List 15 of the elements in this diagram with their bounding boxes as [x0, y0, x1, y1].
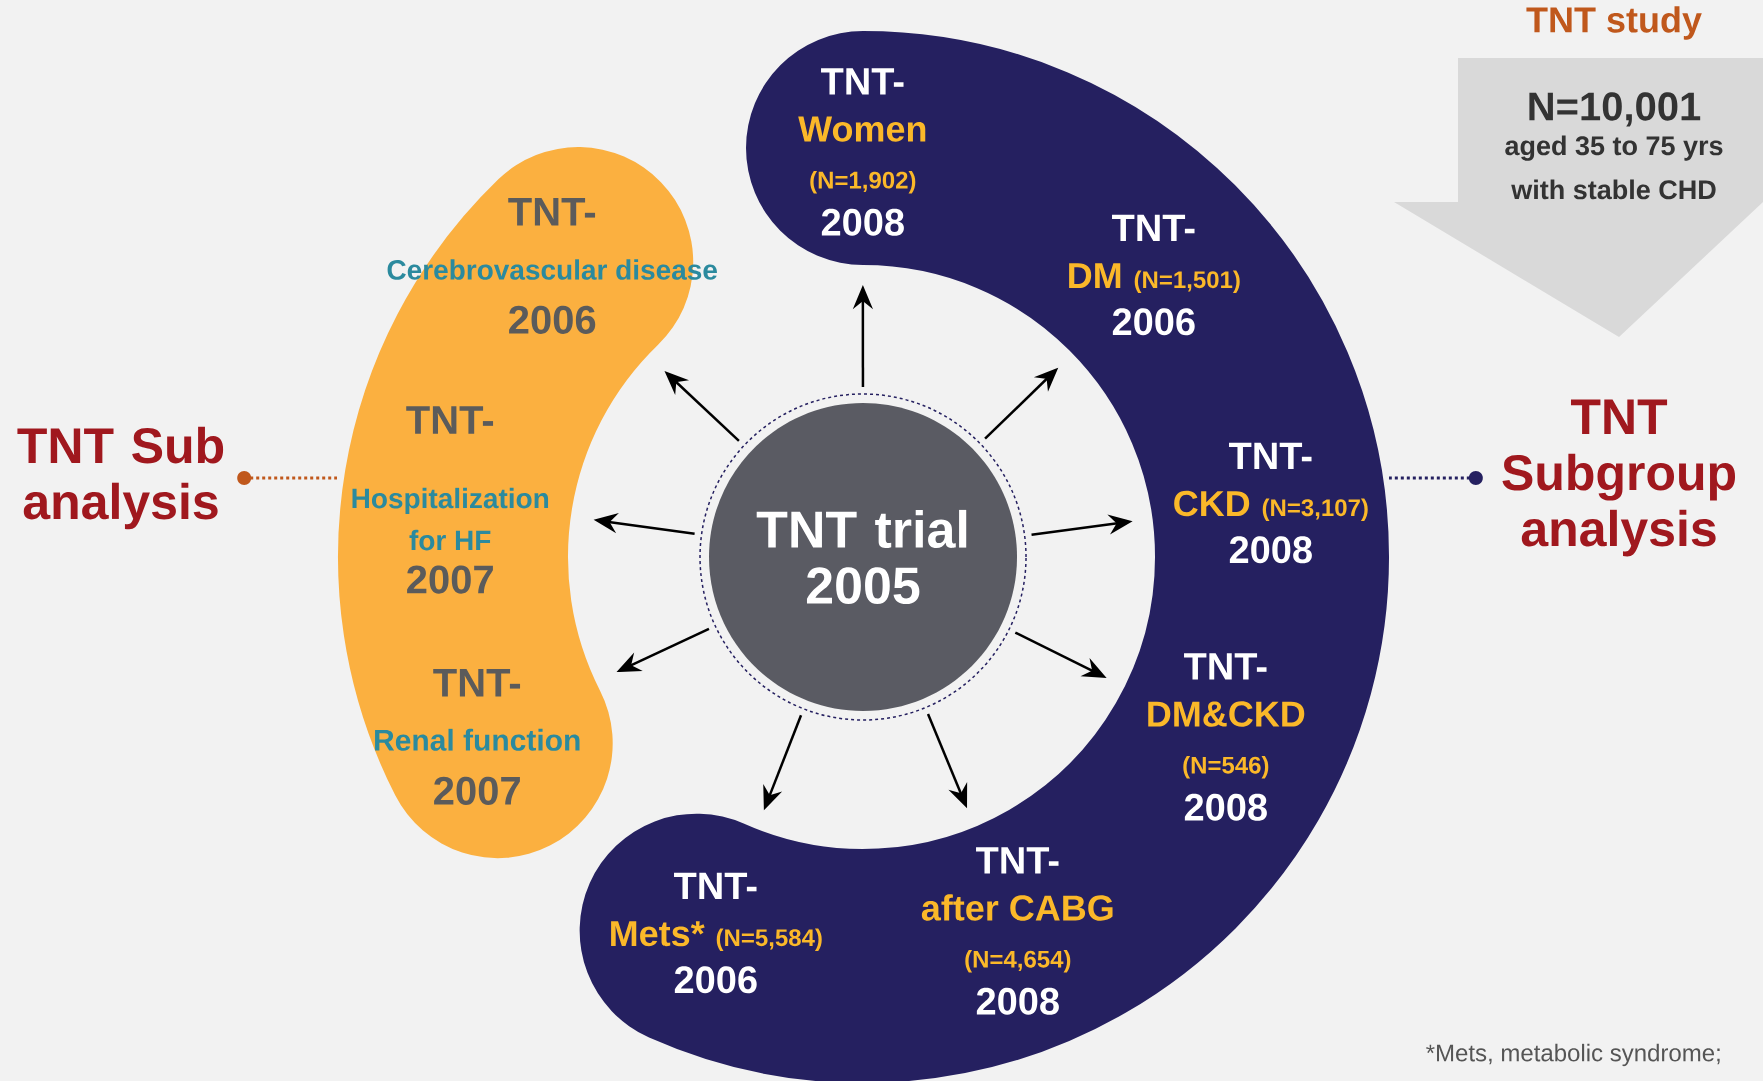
footnote: *Mets, metabolic syndrome; — [1426, 1043, 1720, 1067]
study-text: TNT- CKD (N=3,107) 2008 — [1174, 442, 1368, 564]
study-text: TNT- Mets* (N=5,584) 2006 — [611, 872, 822, 994]
study-text: TNT- DM (N=1,501) 2006 — [1069, 214, 1240, 336]
dashed-connector — [1389, 471, 1483, 485]
study-text: TNT- Women (N=1,902) 2008 — [798, 68, 926, 236]
study-text: TNT- DM&CKD (N=546) 2008 — [1148, 653, 1305, 821]
dashed-connector — [237, 471, 337, 485]
group-heading: TNT Sub analysis — [17, 426, 224, 530]
group-heading: TNT Subgroup analysis — [1502, 399, 1736, 557]
study-text: TNT- Renal function 2007 — [375, 669, 580, 805]
node-label: TNT study — [1526, 6, 1702, 40]
study-arrow-box: TNT study N=10,001 aged 35 to 75 yrs with stable CHD — [1394, 6, 1763, 337]
study-text: TNT- after CABG (N=4,654) 2008 — [921, 847, 1113, 1015]
study-text: TNT- Hospitalization for HF 2007 — [352, 406, 549, 594]
